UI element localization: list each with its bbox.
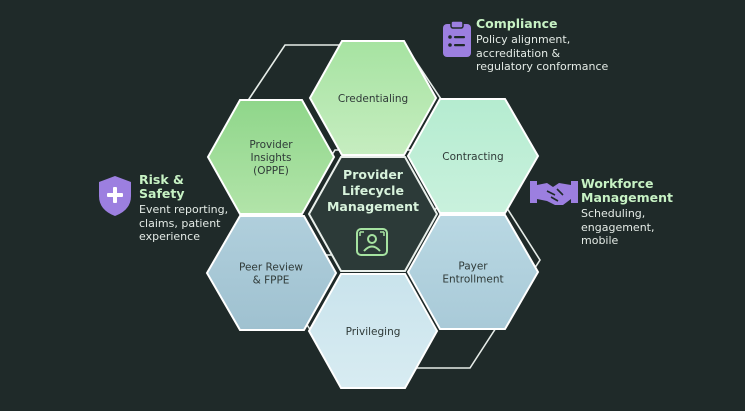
label-line: Credentialing bbox=[338, 93, 408, 105]
label-line: Entrollment bbox=[442, 274, 503, 286]
label-line: Privileging bbox=[346, 326, 401, 338]
hex-contracting[interactable]: Contracting bbox=[406, 98, 540, 214]
label-line: Provider bbox=[249, 139, 293, 151]
risk-title: Risk & Safety bbox=[139, 172, 185, 201]
label-line: & FPPE bbox=[253, 275, 290, 287]
label-line: Contracting bbox=[442, 151, 503, 163]
handshake-icon bbox=[529, 177, 579, 214]
label-line: Payer bbox=[458, 261, 488, 273]
workforce-description: Scheduling, engagement, mobile bbox=[581, 207, 655, 247]
compliance-title: Compliance bbox=[476, 16, 558, 31]
hex-credentialing[interactable]: Credentialing bbox=[308, 40, 438, 156]
hex-privileging[interactable]: Privileging bbox=[307, 273, 439, 389]
label-line: Management bbox=[327, 199, 419, 214]
label-line: (OPPE) bbox=[253, 165, 289, 177]
workforce-callout: Workforce Management Scheduling, engagem… bbox=[581, 177, 701, 248]
hex-label: Credentialing bbox=[338, 93, 408, 105]
hex-label: Contracting bbox=[442, 151, 503, 163]
compliance-description: Policy alignment, accreditation & regula… bbox=[476, 33, 609, 73]
hex-label: Privileging bbox=[346, 326, 401, 338]
label-line: Provider bbox=[343, 167, 404, 182]
label-line: Peer Review bbox=[239, 262, 303, 274]
workforce-title: Workforce Management bbox=[581, 176, 674, 205]
hex-peer-review[interactable]: Peer Review& FPPE bbox=[205, 215, 338, 331]
risk-description: Event reporting, claims, patient experie… bbox=[139, 203, 229, 243]
provider-portrait-icon bbox=[356, 228, 388, 256]
clipboard-list-icon bbox=[442, 20, 472, 63]
label-line: Insights bbox=[250, 152, 291, 164]
hex-label: Peer Review& FPPE bbox=[239, 262, 303, 287]
compliance-callout: Compliance Policy alignment, accreditati… bbox=[476, 17, 651, 74]
label-line: Lifecycle bbox=[342, 183, 404, 198]
risk-callout: Risk & Safety Event reporting, claims, p… bbox=[139, 173, 249, 244]
shield-plus-icon bbox=[96, 174, 134, 223]
